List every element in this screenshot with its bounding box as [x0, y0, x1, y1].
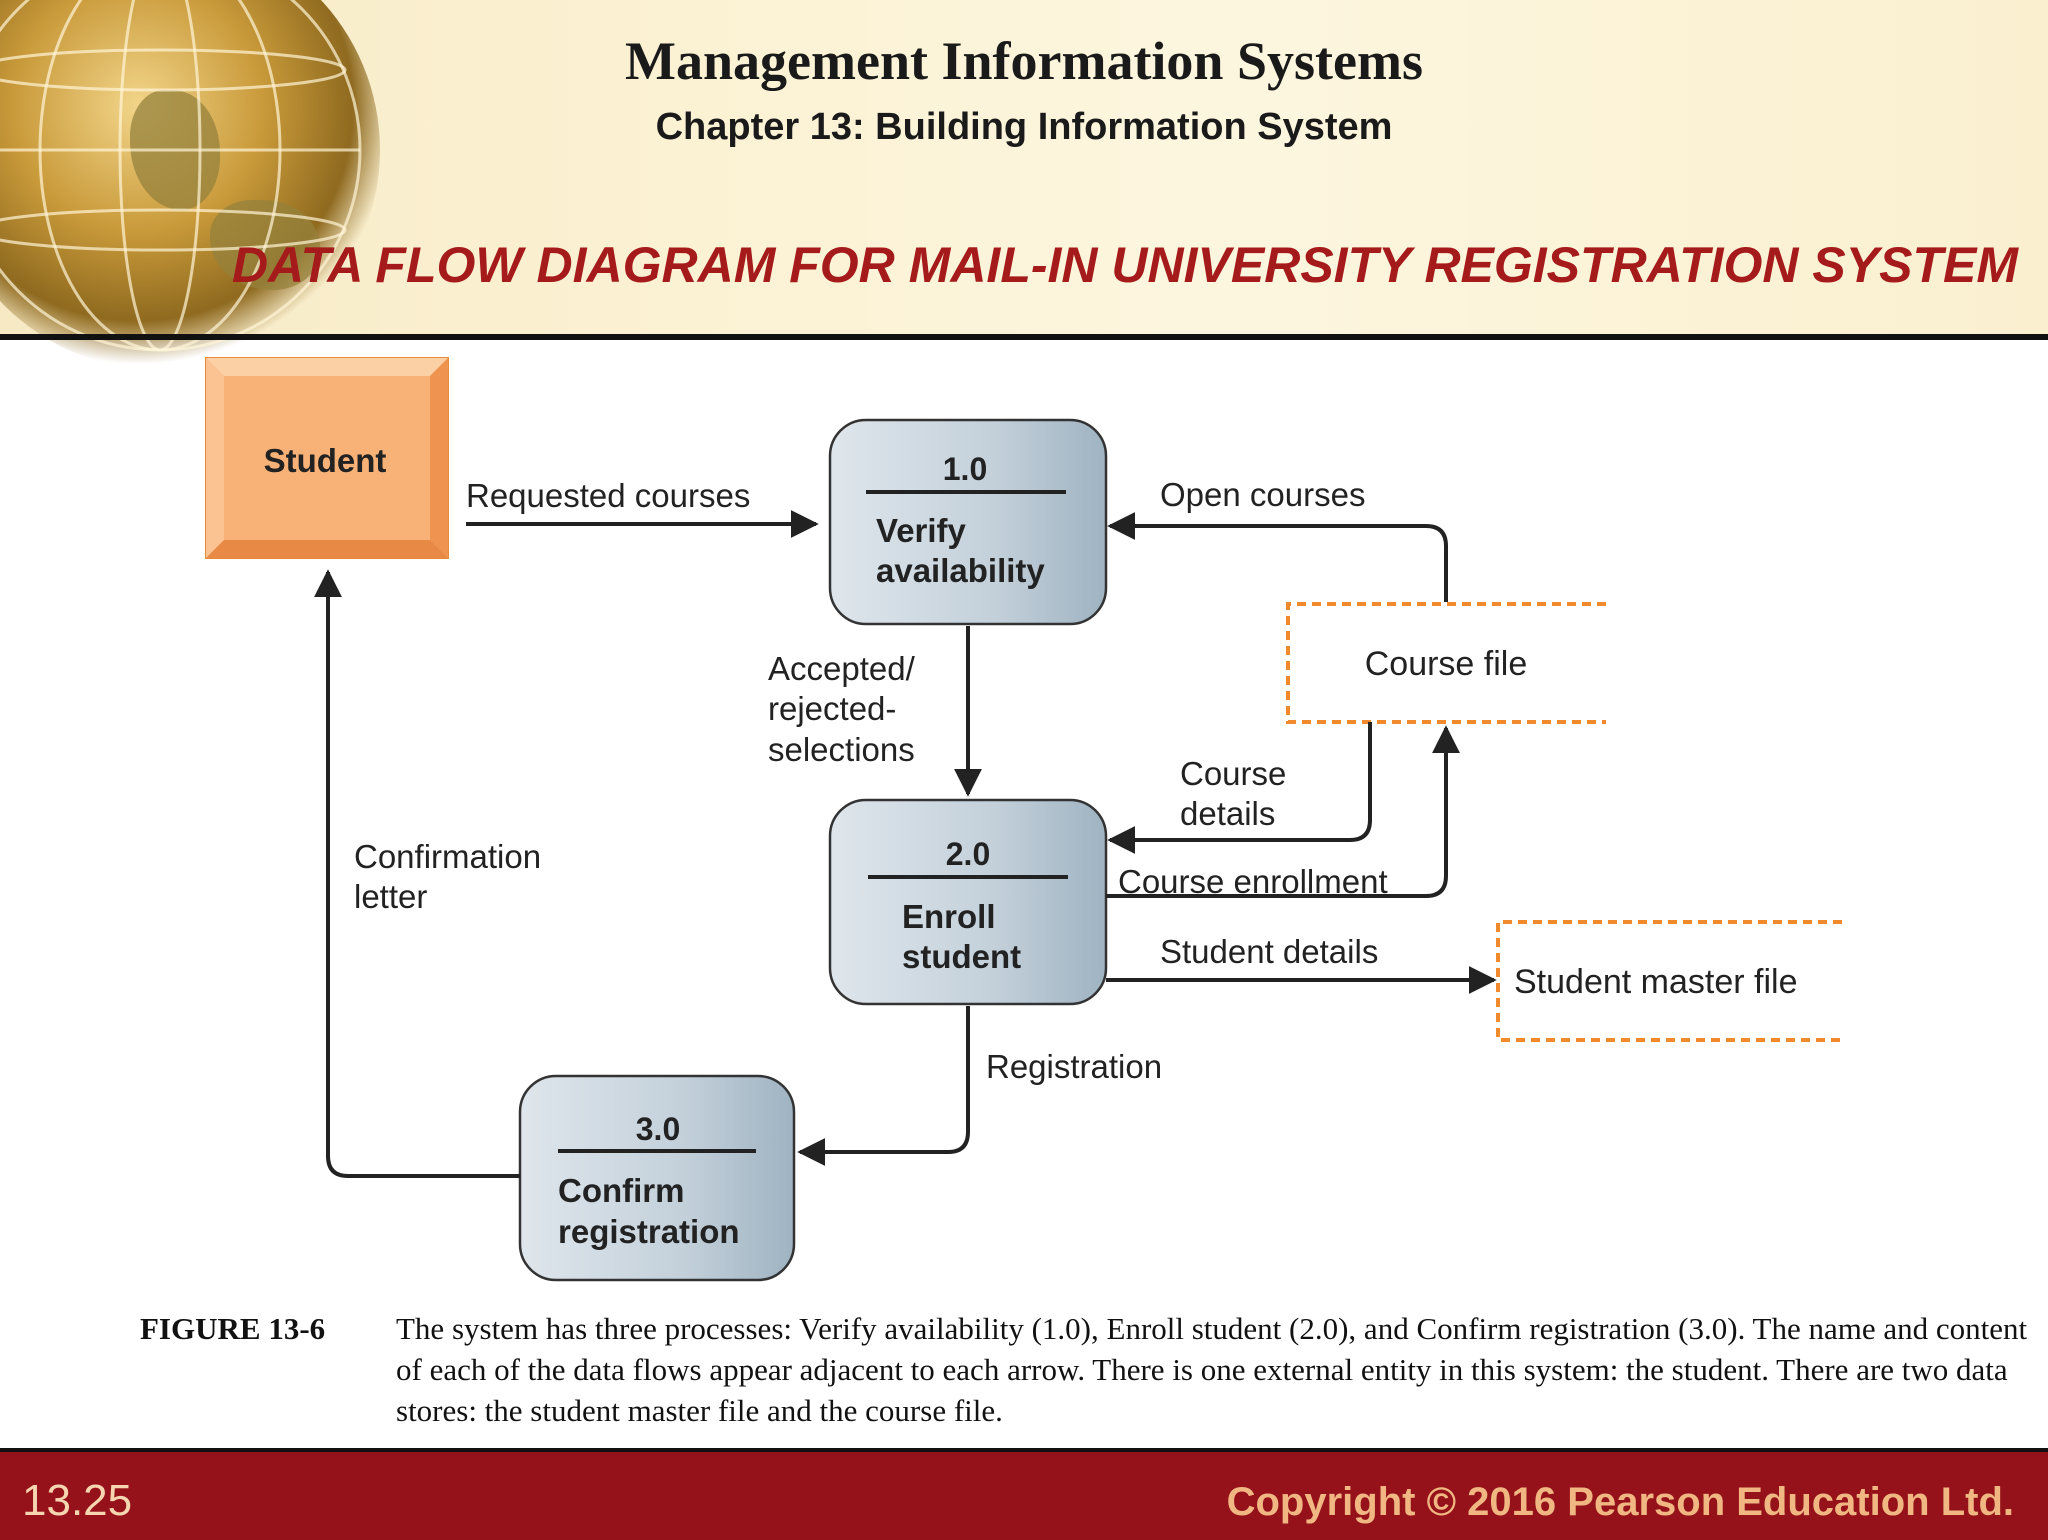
figure-label: FIGURE 13-6 [140, 1311, 326, 1346]
flow-open-courses-arrow [1107, 512, 1448, 602]
flow-registration-arrow [797, 1006, 970, 1166]
flow-label-accepted-line2: rejected- [768, 690, 896, 727]
flow-label-open-courses: Open courses [1160, 476, 1365, 513]
flow-label-confirmation-line2: letter [354, 878, 427, 915]
process-name-line1: Confirm [558, 1172, 685, 1209]
process-name-line1: Verify [876, 512, 967, 549]
flow-label-registration: Registration [986, 1048, 1162, 1085]
process-enroll-student: 2.0 Enroll student [828, 798, 1108, 1006]
process-name-line2: registration [558, 1213, 740, 1250]
globe-grid [0, 0, 362, 352]
process-number: 2.0 [946, 836, 990, 872]
course-title: Management Information Systems [625, 31, 1423, 91]
process-name-line2: student [902, 938, 1021, 975]
flow-label-student-details: Student details [1160, 933, 1378, 970]
flow-label-accepted-line3: selections [768, 731, 915, 768]
process-number: 1.0 [943, 451, 987, 487]
flow-label-course-details-line1: Course [1180, 755, 1286, 792]
flow-label-requested-courses: Requested courses [466, 477, 750, 514]
page-number: 13.25 [22, 1476, 133, 1525]
process-verify-availability: 1.0 Verify availability [828, 418, 1108, 626]
process-confirm-registration: 3.0 Confirm registration [518, 1074, 796, 1282]
process-number: 3.0 [636, 1111, 680, 1147]
figure-text: The system has three processes: Verify a… [396, 1311, 2028, 1428]
copyright-notice: Copyright © 2016 Pearson Education Ltd. [1226, 1480, 2014, 1524]
data-flow-diagram: Student 1.0 Verify availability 2.0 Enro… [205, 357, 1842, 1282]
store-course-file: Course file [1286, 602, 1606, 724]
store-student-master-file: Student master file [1496, 920, 1842, 1042]
flow-label-course-details-line2: details [1180, 795, 1275, 832]
header-divider [0, 334, 2048, 340]
chapter-subtitle: Chapter 13: Building Information System [655, 106, 1393, 148]
slide-footer: 13.25 Copyright © 2016 Pearson Education… [0, 1448, 2048, 1540]
student-entity: Student [205, 357, 449, 559]
student-entity-label: Student [264, 442, 387, 479]
process-name-line1: Enroll [902, 898, 996, 935]
slide-title: DATA FLOW DIAGRAM FOR MAIL-IN UNIVERSITY… [231, 237, 2018, 293]
flow-label-confirmation-line1: Confirmation [354, 838, 541, 875]
flow-confirmation-letter-arrow [314, 569, 520, 1178]
flow-course-details-arrow [1107, 722, 1372, 854]
store-label: Course file [1365, 645, 1528, 683]
flow-course-enrollment-arrow [1106, 725, 1460, 898]
flow-label-accepted-line1: Accepted/ [768, 650, 916, 687]
flow-label-course-enrollment: Course enrollment [1118, 863, 1388, 900]
store-label: Student master file [1514, 963, 1797, 1001]
process-name-line2: availability [876, 552, 1045, 589]
